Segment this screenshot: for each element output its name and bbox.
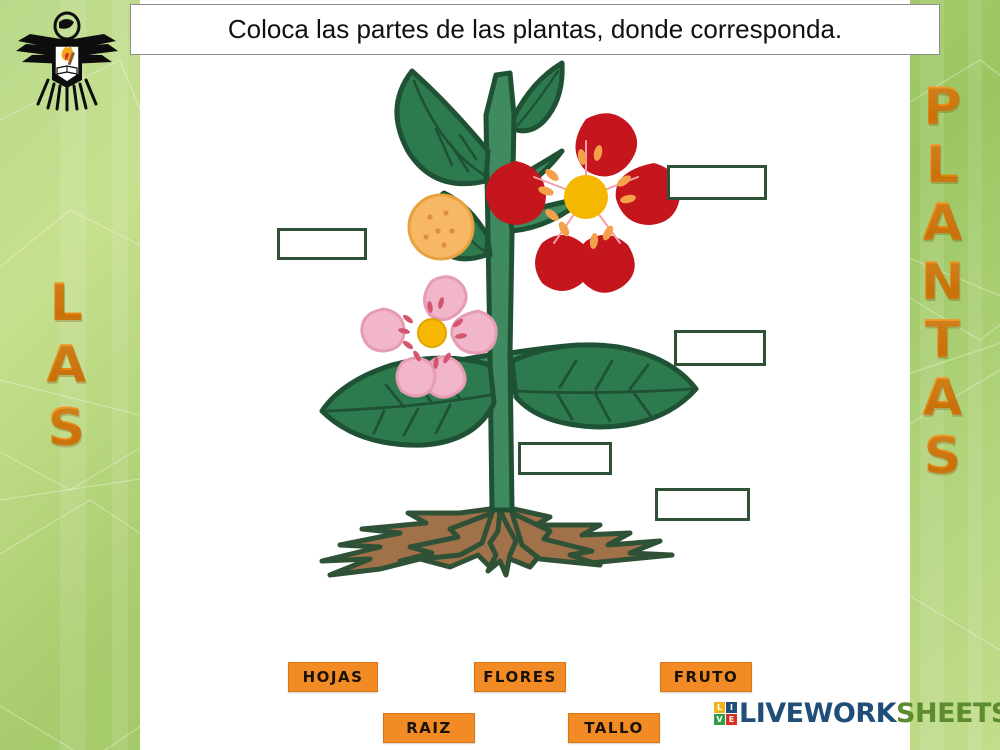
liveworksheets-logo[interactable]: L I V E LIVEWORKSHEETS xyxy=(714,700,1000,727)
logo-color-tiles: L I V E xyxy=(714,702,737,725)
word-tile-label: HOJAS xyxy=(302,668,364,686)
red-flower xyxy=(485,113,681,293)
word-tile-label: FRUTO xyxy=(673,668,739,686)
banner-letter: L xyxy=(49,273,83,333)
logo-tile-v: V xyxy=(714,714,725,725)
banner-left-las: L A S xyxy=(46,272,86,459)
logo-tile-i: I xyxy=(726,702,737,713)
banner-letter: S xyxy=(923,426,961,487)
eagle-crest-emblem-icon xyxy=(16,11,118,112)
banner-letter: P xyxy=(923,77,962,137)
word-tile-hojas[interactable]: HOJAS xyxy=(288,662,378,692)
banner-right-plantas: P L A N T A S xyxy=(920,78,964,486)
logo-tile-l: L xyxy=(714,702,725,713)
logo-tile-e: E xyxy=(726,714,737,725)
fruit xyxy=(407,193,475,261)
pink-flower xyxy=(360,275,498,399)
logo-word-sheets: SHEETS xyxy=(896,698,1000,729)
banner-letter: A xyxy=(922,368,963,429)
logo-word-livework: LIVEWORK xyxy=(739,698,897,729)
word-tile-raiz[interactable]: RAIZ xyxy=(383,713,475,743)
answer-box-bottom-right[interactable] xyxy=(655,488,750,521)
banner-letter: S xyxy=(47,397,85,458)
banner-letter: N xyxy=(920,251,964,312)
banner-letter: L xyxy=(925,135,959,196)
answer-box-middle-right[interactable] xyxy=(674,330,766,366)
page-title: Coloca las partes de las plantas, donde … xyxy=(227,14,843,44)
banner-letter: T xyxy=(924,309,960,370)
word-tile-label: TALLO xyxy=(584,719,644,737)
word-tile-label: FLORES xyxy=(483,668,557,686)
banner-letter: A xyxy=(46,335,87,396)
answer-box-center[interactable] xyxy=(518,442,612,475)
leaf-top-left xyxy=(394,68,491,187)
word-tile-fruto[interactable]: FRUTO xyxy=(660,662,752,692)
word-tile-label: RAIZ xyxy=(406,719,452,737)
stem xyxy=(483,70,517,513)
logo-wordmark: LIVEWORKSHEETS xyxy=(739,700,1000,727)
answer-box-left[interactable] xyxy=(277,228,367,260)
roots xyxy=(319,504,675,578)
instruction-title-bar: Coloca las partes de las plantas, donde … xyxy=(130,4,940,55)
leaf-right-big xyxy=(509,342,699,430)
word-tile-tallo[interactable]: TALLO xyxy=(568,713,660,743)
banner-letter: A xyxy=(922,193,963,254)
word-tile-flores[interactable]: FLORES xyxy=(474,662,566,692)
answer-box-top-right[interactable] xyxy=(667,165,767,200)
plant-illustration xyxy=(319,60,699,578)
